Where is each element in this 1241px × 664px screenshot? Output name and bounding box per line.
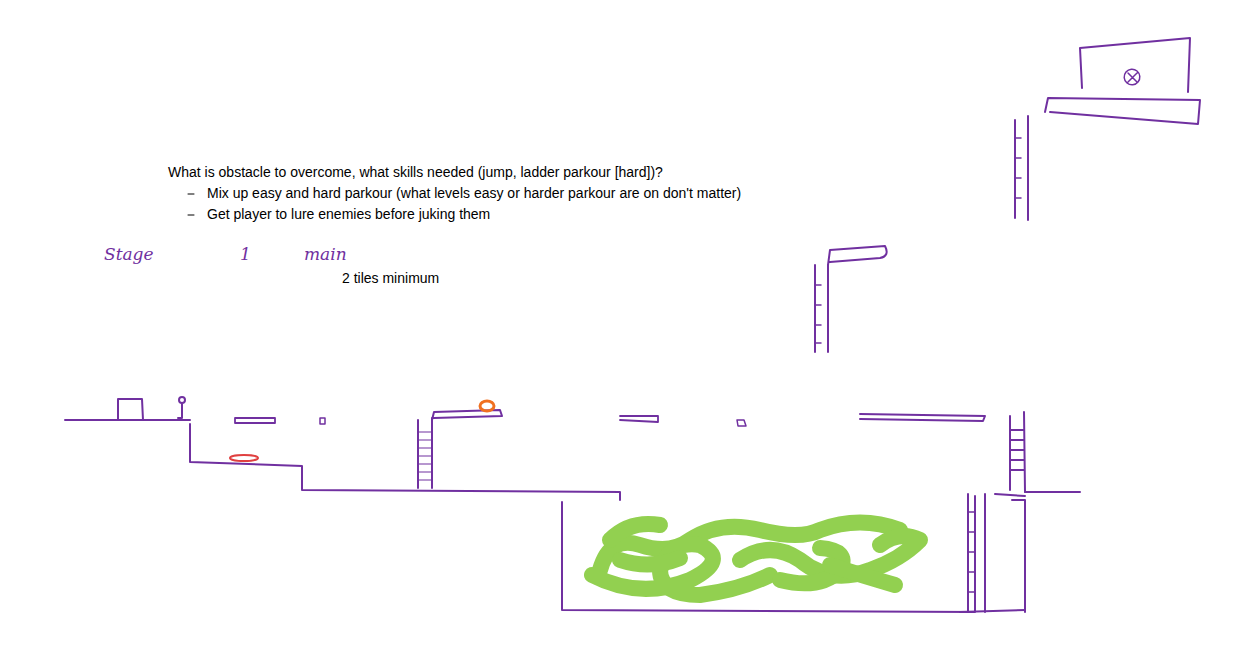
path-label: main: [304, 244, 347, 264]
design-note: Mix up easy and hard parkour (what level…: [207, 185, 741, 202]
stage-number: 1: [240, 244, 251, 264]
stage-label: Stage: [104, 244, 154, 264]
design-note: Get player to lure enemies before juking…: [207, 206, 490, 223]
design-question: What is obstacle to overcome, what skill…: [168, 164, 663, 181]
spacing-note: 2 tiles minimum: [342, 270, 439, 287]
